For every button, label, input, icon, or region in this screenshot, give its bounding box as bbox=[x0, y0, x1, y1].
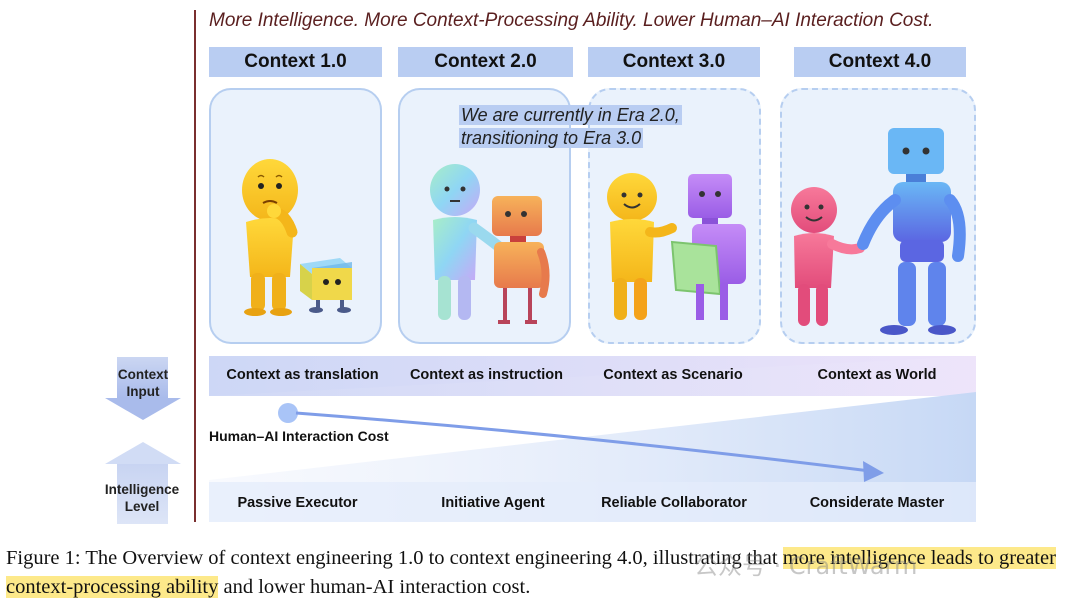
era3-illustration bbox=[607, 173, 746, 320]
role-label-1: Passive Executor bbox=[237, 495, 358, 511]
callout-line-1: We are currently in Era 2.0, bbox=[459, 105, 682, 125]
intelligence-level-label: Intelligence Level bbox=[104, 482, 180, 514]
callout-line-2: transitioning to Era 3.0 bbox=[459, 128, 644, 148]
interaction-cost-label: Human–AI Interaction Cost bbox=[209, 428, 389, 444]
context-input-wedge bbox=[209, 356, 976, 396]
figure-title: More Intelligence. More Context-Processi… bbox=[209, 10, 934, 31]
context-mode-1: Context as translation bbox=[226, 367, 379, 383]
era-header-4: Context 4.0 bbox=[794, 47, 966, 77]
era1-illustration bbox=[242, 159, 352, 316]
era2-illustration bbox=[430, 164, 550, 324]
role-label-3: Reliable Collaborator bbox=[601, 495, 747, 511]
context-mode-4: Context as World bbox=[817, 367, 937, 383]
vertical-divider bbox=[194, 10, 196, 522]
caption-text-2: and lower human-AI interaction cost. bbox=[218, 576, 531, 598]
context-input-label: Context Input bbox=[117, 367, 169, 399]
interaction-cost-arrow bbox=[278, 403, 884, 482]
intelligence-band bbox=[209, 482, 976, 522]
era-header-3: Context 3.0 bbox=[588, 47, 760, 77]
context-input-arrow bbox=[105, 357, 181, 420]
figure-caption: Figure 1: The Overview of context engine… bbox=[6, 544, 1076, 602]
context-mode-2: Context as instruction bbox=[409, 367, 564, 383]
caption-text-1: Figure 1: The Overview of context engine… bbox=[6, 547, 783, 569]
intelligence-arrow bbox=[105, 442, 181, 524]
era-header-2: Context 2.0 bbox=[398, 47, 573, 77]
era-header-1: Context 1.0 bbox=[209, 47, 382, 77]
watermark: 公众号 · CraftWarm bbox=[694, 552, 918, 580]
era4-illustration bbox=[791, 128, 966, 335]
current-era-callout: We are currently in Era 2.0, transitioni… bbox=[459, 104, 717, 150]
role-label-2: Initiative Agent bbox=[441, 495, 545, 511]
role-label-4: Considerate Master bbox=[809, 495, 945, 511]
context-mode-3: Context as Scenario bbox=[603, 367, 743, 383]
era-card-1 bbox=[209, 88, 382, 344]
